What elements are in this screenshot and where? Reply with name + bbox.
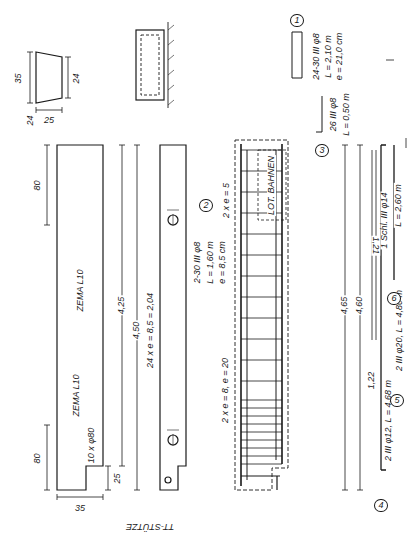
bar-shape	[292, 32, 302, 78]
stirrup-line	[241, 318, 282, 319]
part-note: ZEMA L10	[76, 268, 85, 312]
stirrup-line	[241, 408, 282, 409]
bar-note: 26 III φ8	[329, 96, 338, 131]
dimension: 80	[32, 452, 41, 464]
part-note: ZEMA L10	[72, 373, 81, 417]
callout-number: 1	[290, 14, 303, 27]
dashed-box	[258, 150, 286, 220]
dimension-line	[36, 107, 62, 113]
part-note: 10 x φ80	[88, 426, 97, 463]
bar-note: e = 21,0 cm	[336, 31, 345, 80]
dimension: 1,21	[372, 235, 381, 255]
bar-note: 2 III φ12, L = 4,68 m	[384, 378, 393, 461]
dimension: 80	[32, 179, 41, 191]
dimension: 2 x e = 5	[222, 182, 231, 219]
stirrup-line	[241, 339, 282, 340]
dimension: 25	[43, 116, 55, 125]
stirrup-line	[241, 276, 282, 277]
dimension: 24	[25, 114, 34, 126]
bar-shape	[316, 96, 322, 132]
stirrup-line	[241, 381, 282, 382]
dimension-line	[44, 145, 50, 225]
stirrup-line	[241, 456, 282, 457]
bar-note: L = 0,50 m	[342, 92, 351, 137]
dimension: 25	[112, 472, 121, 484]
stirrup-line	[241, 464, 282, 465]
callout-number: 5	[390, 394, 403, 407]
anchor-bar	[241, 476, 280, 490]
bar-note: 1 Schl. III φ14	[381, 191, 390, 249]
tick	[386, 60, 394, 61]
stirrup-line	[241, 234, 282, 235]
stirrup-line	[241, 440, 282, 441]
stirrup-line	[241, 150, 282, 151]
centre-mark	[167, 210, 179, 446]
dimension: 4,65	[341, 295, 350, 315]
bar-note: 2-30 III φ8	[194, 240, 203, 283]
bar-shape	[406, 138, 407, 148]
dimension-line	[357, 145, 363, 490]
bar-note: L = 2,10 m	[324, 34, 333, 79]
beam-plan	[160, 145, 186, 490]
concrete-outline	[235, 140, 288, 490]
section-outline	[36, 52, 62, 103]
dimension: 1,22	[368, 370, 377, 390]
dimension: 24	[71, 72, 80, 84]
bar-note: 24-30 III φ8	[312, 32, 321, 80]
dimension-line	[105, 466, 111, 490]
stirrup-line	[241, 255, 282, 256]
dimension-line	[65, 57, 71, 98]
main-bar	[241, 144, 282, 486]
stirrup-line	[241, 424, 282, 425]
dimension-line	[342, 145, 348, 490]
stirrup-line	[241, 416, 282, 417]
bar-note: L = 1,60 m	[206, 240, 215, 285]
dimension: 35	[74, 504, 86, 513]
bar-note: L = 2,60 m	[394, 183, 403, 228]
stirrup-line	[241, 432, 282, 433]
stirrup	[141, 35, 159, 95]
beam-outline	[57, 145, 103, 490]
callout-number: 3	[315, 144, 328, 157]
stirrup-line	[241, 297, 282, 298]
callout-number: 2	[199, 199, 212, 212]
hole	[165, 477, 171, 483]
dimension: 4,50	[133, 320, 142, 340]
stirrup-line	[241, 448, 282, 449]
dimension-line	[57, 494, 103, 500]
stirrup-lines	[241, 150, 282, 464]
bar-note: e = 8,5 cm	[218, 240, 227, 284]
note: LOT. BAHNEN	[268, 154, 277, 215]
dimension: 4,60	[356, 295, 365, 315]
dimension-line	[134, 145, 140, 490]
dimension: 4,25	[118, 295, 127, 315]
dimension-line	[27, 52, 33, 103]
dimension: 24 x e = 8,5 = 2,04	[147, 291, 156, 368]
dimension: 35	[13, 72, 22, 84]
section-outline	[136, 30, 164, 100]
ground-line	[168, 22, 169, 108]
main-bar	[247, 150, 276, 480]
hatching	[168, 25, 174, 105]
stirrup-line	[241, 360, 282, 361]
part-note: TT-STÜTZE	[125, 522, 175, 531]
dimension: 2 x e = 8, e = 20	[222, 356, 231, 423]
callout-number: 6	[387, 292, 400, 305]
dimension-line	[44, 425, 50, 490]
stirrup-line	[241, 400, 282, 401]
callout-number: 4	[374, 499, 387, 512]
